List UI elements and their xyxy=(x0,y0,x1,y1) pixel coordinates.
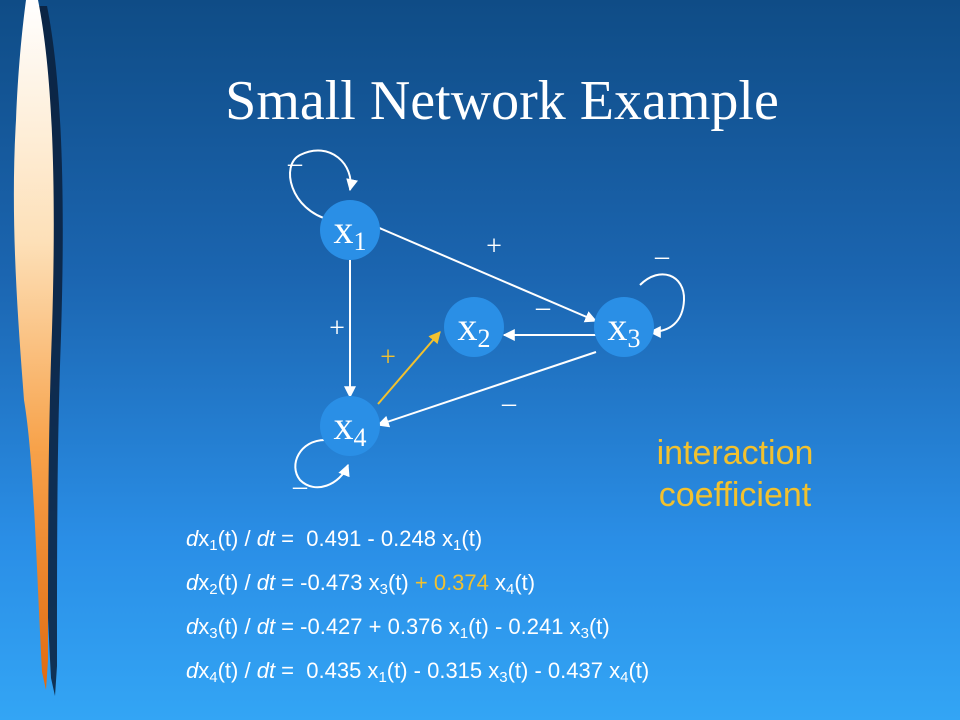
decorative-swoosh xyxy=(13,0,63,696)
note-line-2: coefficient xyxy=(658,476,812,514)
edge-sign-x4-x2: + xyxy=(380,342,396,373)
edge-sign-x3-x4: – xyxy=(501,388,517,419)
self-loop-sign-x4: – xyxy=(292,471,308,502)
equation-4: dx4(t) / dt = 0.435 x1(t) - 0.315 x3(t) … xyxy=(186,658,650,686)
svg-text:x2: x2 xyxy=(458,304,491,353)
self-loop-x3 xyxy=(639,273,686,338)
node-x3: x3 xyxy=(594,297,654,357)
equations: dx1(t) / dt = 0.491 - 0.248 x1(t) dx2(t)… xyxy=(186,522,649,698)
node-x4: x4 xyxy=(320,396,380,456)
node-x1: x1 xyxy=(320,200,380,260)
edge-sign-x3-x2: – xyxy=(535,292,551,323)
node-x2: x2 xyxy=(444,297,504,357)
self-loop-sign-x1: – xyxy=(287,148,303,179)
svg-text:x3: x3 xyxy=(608,304,641,353)
edge-sign-x1-x3: + xyxy=(486,231,502,262)
edge-sign-x1-x4: + xyxy=(329,313,345,344)
edge-x4-x2 xyxy=(377,331,441,405)
self-loop-x4 xyxy=(294,439,350,489)
equation-1: dx1(t) / dt = 0.491 - 0.248 x1(t) xyxy=(186,526,483,554)
svg-text:x1: x1 xyxy=(334,207,367,256)
slide-title: Small Network Example xyxy=(225,70,779,132)
interaction-coefficient-note: interaction coefficient xyxy=(610,432,860,516)
equation-3: dx3(t) / dt = -0.427 + 0.376 x1(t) - 0.2… xyxy=(186,614,610,642)
highlighted-coefficient: + 0.374 xyxy=(414,570,489,595)
equation-2: dx2(t) / dt = -0.473 x3(t) + 0.374 x4(t) xyxy=(186,570,536,598)
note-line-1: interaction xyxy=(656,434,814,472)
svg-text:x4: x4 xyxy=(334,403,367,452)
edge-x1-x3 xyxy=(376,226,598,323)
self-loop-x1 xyxy=(289,149,358,221)
edge-x3-x4 xyxy=(376,351,597,428)
self-loop-sign-x3: – xyxy=(654,241,670,272)
